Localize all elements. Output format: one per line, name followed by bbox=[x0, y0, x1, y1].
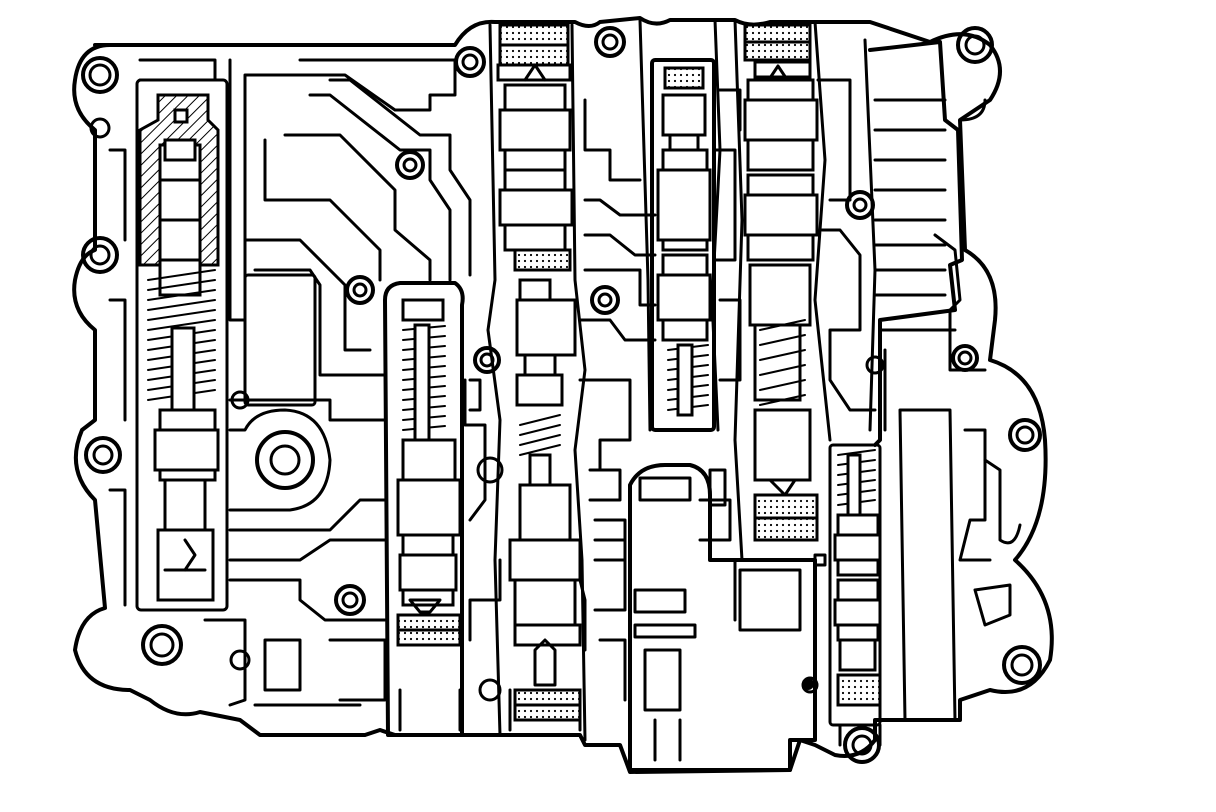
plate-section bbox=[628, 463, 817, 772]
internal-details bbox=[243, 273, 882, 747]
valve-1 bbox=[135, 78, 229, 612]
valve-2 bbox=[383, 281, 465, 737]
bore-seams bbox=[486, 18, 877, 742]
valve-3 bbox=[496, 23, 582, 722]
ribbed-cover bbox=[868, 40, 964, 722]
valve-6 bbox=[828, 443, 882, 727]
valve-5 bbox=[743, 23, 827, 567]
valve-4 bbox=[650, 58, 716, 432]
